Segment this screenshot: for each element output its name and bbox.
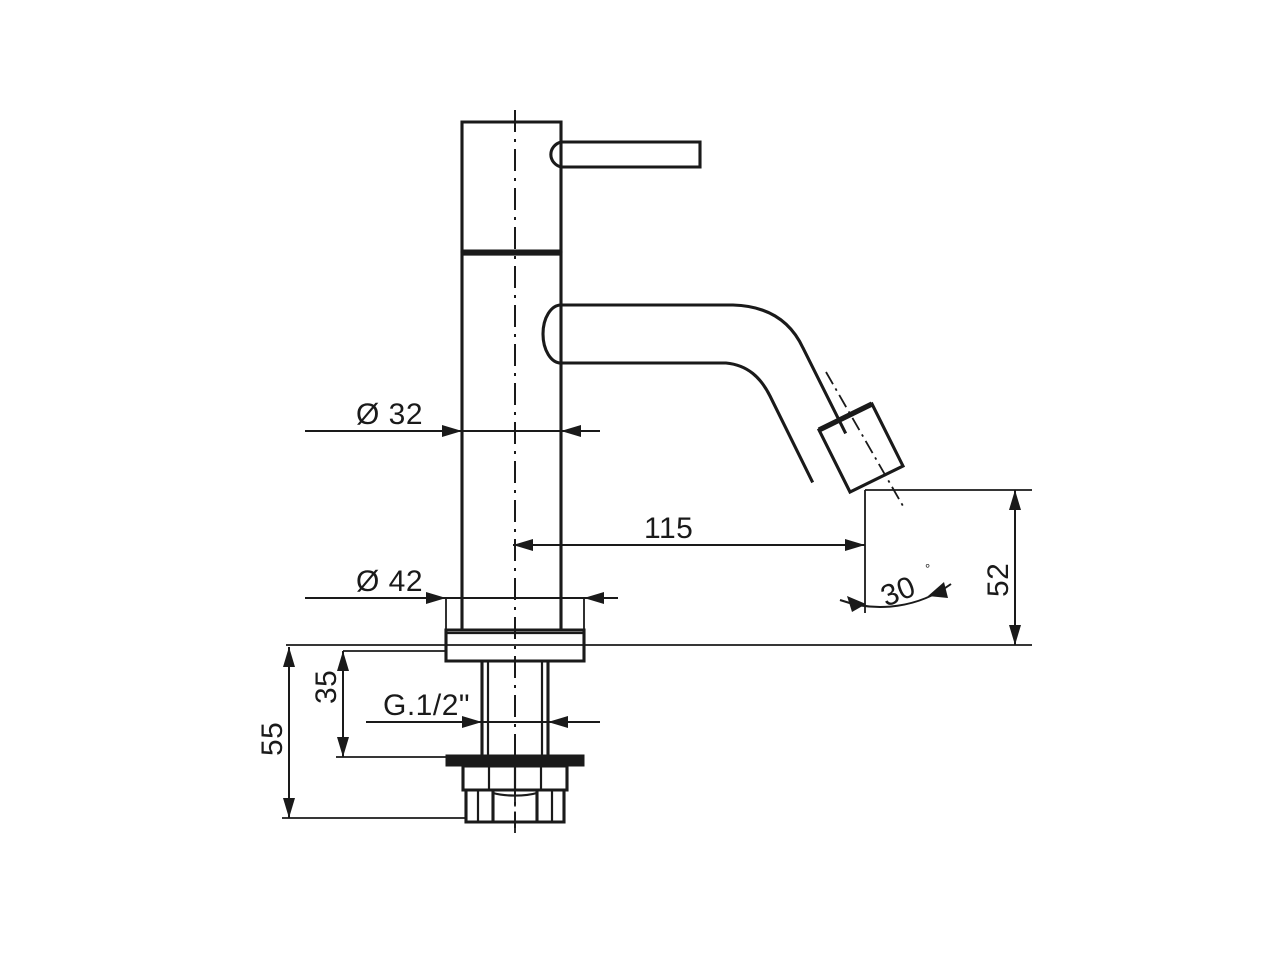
dim115-arrow-right [845, 539, 865, 551]
dimension-base-diameter: Ø 42 [305, 565, 618, 634]
dimension-body-diameter: Ø 32 [305, 398, 600, 437]
nut-hex-facet-inner [476, 790, 554, 822]
thread-spec-label: G.1/2" [383, 689, 470, 722]
nut-hex-body [464, 788, 566, 824]
mounting-washer [445, 754, 585, 767]
spout-upper-edge [559, 303, 848, 435]
dim55-arrow-top [283, 647, 295, 667]
dim52-arrow-top [1009, 490, 1021, 510]
spout-lower-edge [559, 361, 815, 484]
lever-handle-round-end [549, 140, 563, 169]
lock-nut-hex [464, 788, 566, 824]
faucet-body-outline [444, 120, 906, 836]
thread-spec-arrow-right [548, 716, 568, 728]
dim55-arrow-bottom [283, 798, 295, 818]
dimension-spout-reach: 115 [513, 490, 866, 613]
dimension-total-below: 55 [256, 647, 466, 819]
dim52-label: 52 [982, 563, 1015, 597]
dimension-thread-length: 35 [310, 650, 446, 758]
threaded-shank [480, 659, 550, 758]
dim35-arrow-top [337, 651, 349, 671]
angle30-arrow-right [928, 582, 948, 598]
dim35-label: 35 [310, 670, 343, 704]
lever-handle [559, 140, 702, 169]
angle30-degree-symbol: ° [925, 561, 930, 576]
spout-root-cap [541, 303, 563, 365]
dim32-label: Ø 32 [356, 398, 423, 431]
body-column [460, 251, 563, 632]
angle30-arrow-left [847, 596, 866, 612]
dimension-spout-height: 52 [286, 489, 1032, 646]
nut-hex-facet-edges [491, 788, 539, 824]
thread-spec-arrow-left [462, 716, 482, 728]
dim32-arrow-left [442, 425, 462, 437]
dimension-thread-spec: G.1/2" [366, 689, 600, 728]
dim42-arrow-right [584, 592, 604, 604]
dim55-label: 55 [256, 722, 289, 756]
dim42-label: Ø 42 [356, 565, 423, 598]
nut-upper-body [461, 764, 569, 792]
dim32-arrow-right [561, 425, 581, 437]
handle-cap [460, 120, 563, 253]
dim115-arrow-left [513, 539, 533, 551]
dim52-arrow-bottom [1009, 625, 1021, 645]
dimension-outlet-angle: 30 ° [839, 561, 952, 613]
dim115-label: 115 [644, 512, 693, 545]
dim42-arrow-left [426, 592, 446, 604]
dim35-arrow-bottom [337, 737, 349, 757]
centerline-group [514, 110, 904, 828]
aerator-outlet [816, 401, 906, 495]
